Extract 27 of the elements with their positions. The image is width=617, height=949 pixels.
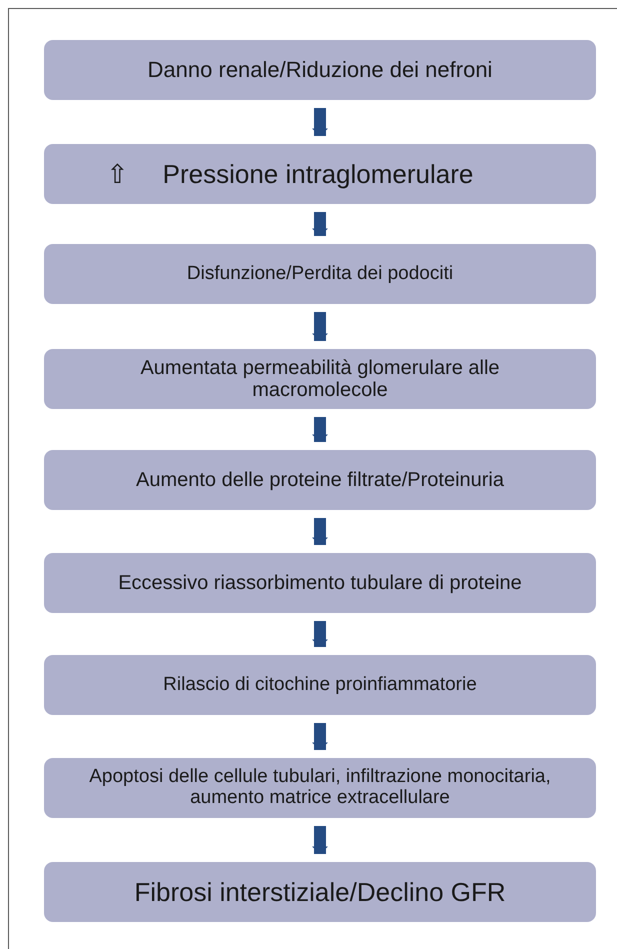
step-text: Apoptosi delle cellule tubulari, infiltrazione monocitaria, aumento matrice extracellulare [88,767,552,809]
process-box [44,758,596,818]
arrow [312,723,328,750]
process-box [44,862,596,922]
arrow [312,518,328,545]
up-arrow-symbol: ⇧ [106,158,129,190]
arrow [312,826,328,854]
step-text: Aumento delle proteine filtrate/Proteinuria [136,469,504,491]
process-box [44,450,596,510]
step-text: Pressione intraglomerulare [162,160,474,188]
arrow [312,417,328,442]
step-text: Danno renale/Riduzione dei nefroni [148,58,492,82]
process-box [44,553,596,613]
arrow [312,108,328,136]
step-text: Fibrosi interstiziale/Declino GFR [134,878,506,906]
arrow [312,212,328,236]
process-box [44,349,596,409]
step-text: Eccessivo riassorbimento tubulare di proteine [118,572,522,594]
step-text: Disfunzione/Perdita dei podociti [186,264,454,284]
arrow [312,621,328,647]
process-box [44,244,596,304]
process-box [44,40,596,100]
process-box [44,655,596,715]
step-text: Rilascio di citochine proinfiammatorie [163,674,477,696]
process-box [44,144,596,204]
arrow [312,312,328,341]
step-text: Aumentata permeabilità glomerulare alle macromolecole [139,357,501,401]
